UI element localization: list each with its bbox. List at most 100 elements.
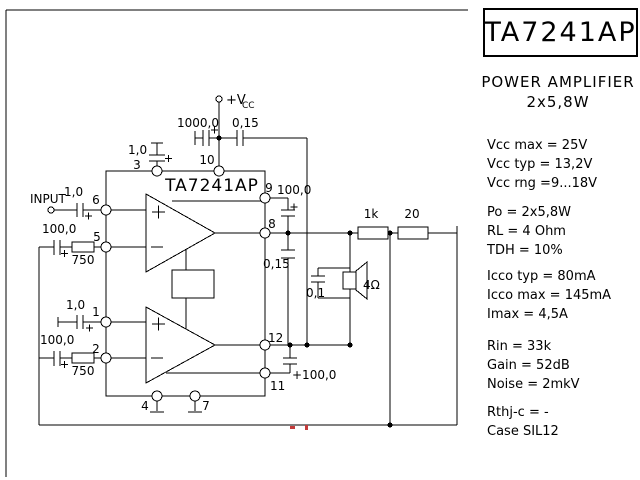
resistor-20 <box>397 226 429 240</box>
pin-label-5: 5 <box>93 230 101 244</box>
pin-label-8: 8 <box>268 217 276 231</box>
spec-case: Case SIL12 <box>487 424 559 439</box>
ic-internal-block <box>171 269 215 299</box>
speaker-capacitor-01 <box>311 267 350 299</box>
value-fb2-resistor: 750 <box>72 364 95 378</box>
value-fb2-cap: 100,0 <box>40 333 74 347</box>
value-input1-cap: 1,0 <box>64 185 83 199</box>
pin-label-3: 3 <box>133 158 141 172</box>
spec-rl: RL = 4 Ohm <box>487 224 566 239</box>
value-bootstrap2-cap: +100,0 <box>292 368 336 382</box>
vcc-label: +V <box>226 93 246 108</box>
pin-2 <box>100 352 112 364</box>
opamp-input-wires <box>111 209 146 359</box>
junction-dot <box>347 342 353 348</box>
subtitle-line2: 2x5,8W <box>526 93 590 111</box>
speaker-cone <box>355 260 368 301</box>
junction-dot <box>216 135 222 141</box>
supply-capacitor-1000 <box>194 130 219 146</box>
pin-1 <box>100 316 112 328</box>
junction-dot <box>304 342 310 348</box>
input1-cap-plus-sign <box>85 212 92 220</box>
input-label: INPUT <box>30 192 67 206</box>
pin-label-11: 11 <box>270 379 285 393</box>
fb2-cap-plus-sign <box>61 361 68 368</box>
junction-dot <box>387 422 393 428</box>
pin-label-12: 12 <box>268 331 283 345</box>
bootstrap2-capacitor <box>270 345 297 374</box>
pin4-ground <box>150 401 164 413</box>
pin-label-2: 2 <box>92 342 100 356</box>
resistor-1k <box>357 226 389 240</box>
spec-icco-max: Icco max = 145mA <box>487 288 612 303</box>
spec-rthj: Rthj-c = - <box>487 405 549 420</box>
value-bootstrap1-cap: 100,0 <box>277 183 311 197</box>
spec-vcc-typ: Vcc typ = 13,2V <box>487 157 593 172</box>
red-artifact-mark <box>290 426 295 429</box>
value-nfb-resistor: 1k <box>364 207 379 221</box>
spec-po: Po = 2x5,8W <box>487 205 571 220</box>
supply-cap-plus-sign <box>211 126 218 134</box>
bootstrap1-plus-sign <box>290 203 298 211</box>
pin-6 <box>100 204 112 216</box>
feedback-loop-wires <box>38 226 458 426</box>
value-pin3-cap: 1,0 <box>128 143 147 157</box>
pin-label-1: 1 <box>92 305 100 319</box>
value-speaker-cap: 0,1 <box>306 286 325 300</box>
junction-dot <box>387 230 393 236</box>
pin-label-6: 6 <box>92 193 100 207</box>
pin3-cap-plus-sign <box>165 155 172 162</box>
pin-label-4: 4 <box>141 399 149 413</box>
value-output-cap: 0,15 <box>263 257 290 271</box>
spec-gain: Gain = 52dB <box>487 358 570 373</box>
junction-dot <box>347 230 353 236</box>
input2-capacitor <box>57 315 101 329</box>
supply-capacitor-015-and-wire <box>219 130 308 345</box>
spec-vcc-rng: Vcc rng =9...18V <box>487 176 598 191</box>
input2-cap-plus-sign <box>86 324 93 332</box>
fb2-resistor-750 <box>71 352 95 364</box>
value-output-resistor: 20 <box>404 207 419 221</box>
opamp1-plus-input-sign <box>152 205 165 219</box>
frame-border <box>5 9 468 477</box>
pin-7 <box>189 390 201 402</box>
speaker-body <box>342 271 357 290</box>
fb1-cap-plus-sign <box>61 250 68 257</box>
pin-9 <box>259 192 271 204</box>
pin-label-10: 10 <box>199 153 214 167</box>
red-artifact-mark <box>305 425 308 430</box>
pin-11 <box>259 367 271 379</box>
fb1-capacitor <box>39 240 72 255</box>
pin-8 <box>259 227 271 239</box>
vcc-terminal <box>215 95 223 103</box>
value-speaker-impedance: 4Ω <box>363 278 380 292</box>
spec-imax: Imax = 4,5A <box>487 307 568 322</box>
input1-capacitor <box>54 203 101 217</box>
ic-label: TA7241AP <box>164 176 259 196</box>
value-fb1-cap: 100,0 <box>42 222 76 236</box>
value-fb1-resistor: 750 <box>72 253 95 267</box>
bootstrap1-capacitor <box>270 197 295 233</box>
title-box: TA7241AP <box>483 8 638 57</box>
fb2-capacitor <box>39 351 72 366</box>
pin-label-7: 7 <box>202 399 210 413</box>
spec-tdh: TDH = 10% <box>487 243 563 258</box>
opamp1-triangle <box>145 193 217 273</box>
subtitle-block: POWER AMPLIFIER 2x5,8W <box>478 72 638 112</box>
vcc-label-sub: CC <box>242 101 255 111</box>
pin-label-9: 9 <box>265 181 273 195</box>
spec-noise: Noise = 2mkV <box>487 377 580 392</box>
value-supply-cap: 1000,0 <box>177 116 219 130</box>
part-number-title: TA7241AP <box>484 17 637 48</box>
pin3-capacitor <box>149 142 165 166</box>
opamp2-triangle <box>145 306 217 384</box>
pin-4 <box>151 390 163 402</box>
spec-icco-typ: Icco typ = 80mA <box>487 269 596 284</box>
pin-12 <box>259 339 271 351</box>
spec-rin: Rin = 33k <box>487 339 552 354</box>
pin-10 <box>213 165 225 177</box>
pin-3 <box>151 165 163 177</box>
spec-vcc-max: Vcc max = 25V <box>487 138 588 153</box>
